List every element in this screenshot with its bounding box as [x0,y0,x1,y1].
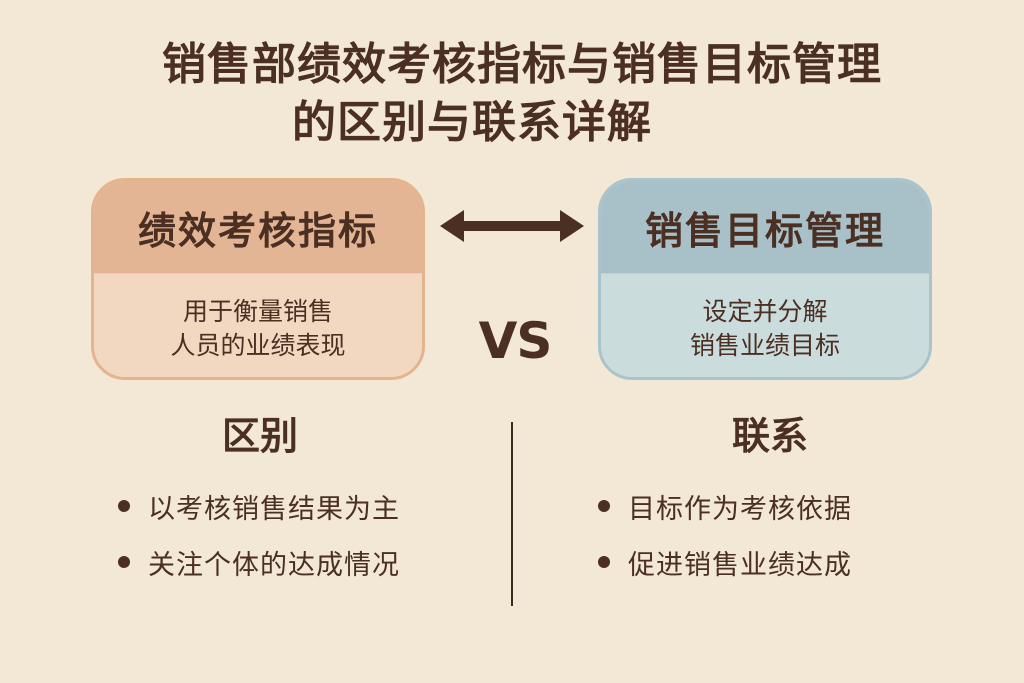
bullet-icon [598,556,610,568]
list-item-text: 促进销售业绩达成 [628,549,852,581]
performance-metrics-description: 用于衡量销售 人员的业绩表现 [94,273,422,377]
double-headed-arrow-icon [440,210,584,242]
sales-target-card: 销售目标管理 设定并分解 销售业绩目标 [598,178,932,380]
vs-label: VS [478,312,553,370]
bullet-icon [118,500,130,512]
page-title: 销售部绩效考核指标与销售目标管理 的区别与联系详解 [0,36,1024,152]
sales-target-description: 设定并分解 销售业绩目标 [601,273,929,377]
vertical-divider [511,422,513,606]
differences-list: 以考核销售结果为主 关注个体的达成情况 [110,478,470,590]
performance-metrics-card: 绩效考核指标 用于衡量销售 人员的业绩表现 [91,178,425,380]
sales-target-heading: 销售目标管理 [601,181,929,273]
title-line-1: 销售部绩效考核指标与销售目标管理 [162,39,882,90]
list-item-text: 目标作为考核依据 [628,493,852,525]
title-line-2: 的区别与联系详解 [292,97,652,148]
performance-metrics-heading: 绩效考核指标 [94,181,422,273]
list-item: 促进销售业绩达成 [590,534,910,590]
description-line: 人员的业绩表现 [170,331,346,360]
differences-section: 区别 以考核销售结果为主 关注个体的达成情况 [110,410,470,590]
bullet-icon [598,500,610,512]
list-item: 以考核销售结果为主 [110,478,470,534]
differences-heading: 区别 [221,414,298,458]
bullet-icon [118,556,130,568]
connections-heading: 联系 [731,414,808,458]
list-item: 关注个体的达成情况 [110,534,470,590]
list-item-text: 以考核销售结果为主 [148,493,400,525]
description-line: 用于衡量销售 [182,297,333,326]
description-line: 销售业绩目标 [689,331,840,360]
connections-section: 联系 目标作为考核依据 促进销售业绩达成 [590,410,910,590]
list-item: 目标作为考核依据 [590,478,910,534]
description-line: 设定并分解 [702,297,828,326]
list-item-text: 关注个体的达成情况 [148,549,400,581]
connections-list: 目标作为考核依据 促进销售业绩达成 [590,478,910,590]
